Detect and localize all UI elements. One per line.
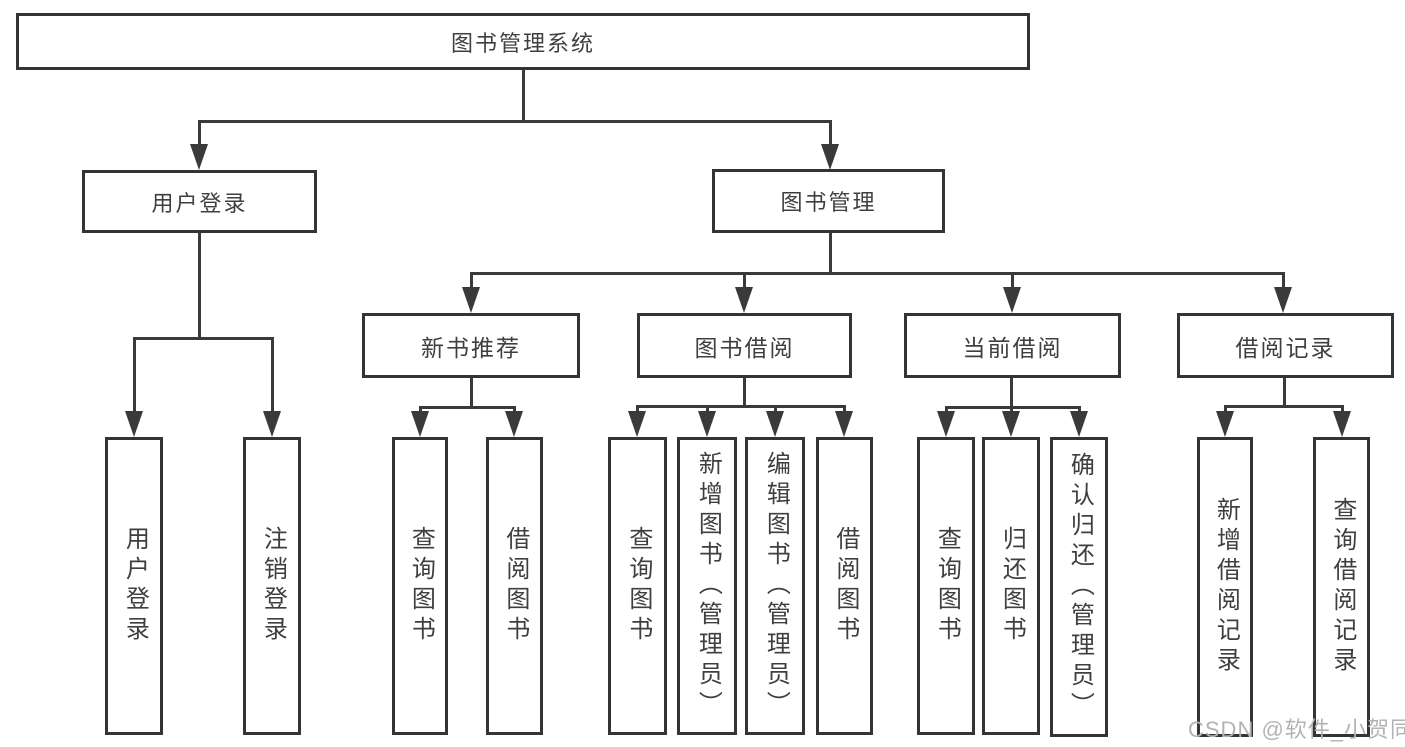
arrow-down-icon — [1003, 287, 1021, 313]
leaf-label: 新增借阅记录 — [1212, 497, 1240, 677]
leaf-query-books: 查询图书 — [608, 437, 667, 735]
leaf-confirm-return-admin: 确认归还（管理员） — [1050, 437, 1108, 737]
arrow-down-icon — [735, 287, 753, 313]
node-current-borrowing: 当前借阅 — [904, 313, 1121, 378]
node-book-management: 图书管理 — [712, 169, 945, 233]
arrow-down-icon — [263, 411, 281, 437]
connector-records-trunk — [1283, 378, 1286, 408]
leaf-label: 借阅图书 — [831, 526, 859, 646]
arrow-down-icon — [1002, 411, 1020, 437]
leaf-label: 确认归还（管理员） — [1066, 452, 1094, 722]
connector-book-mgmt-trunk — [829, 233, 832, 275]
node-borrowing-records: 借阅记录 — [1177, 313, 1394, 378]
leaf-label: 归还图书 — [998, 526, 1026, 646]
leaf-label: 新增图书（管理员） — [694, 451, 722, 721]
connector-user-login-trunk — [198, 233, 201, 340]
arrow-down-icon — [835, 411, 853, 437]
connector-stem-book-mgmt — [829, 120, 832, 148]
leaf-edit-book-admin: 编辑图书（管理员） — [745, 437, 805, 735]
leaf-borrow-books: 借阅图书 — [486, 437, 543, 735]
leaf-add-borrow-record: 新增借阅记录 — [1197, 437, 1253, 737]
connector-stem-new-book — [470, 272, 473, 291]
connector-user-login-rail — [133, 337, 274, 340]
leaf-label: 借阅图书 — [501, 526, 529, 646]
connector-level2-rail — [198, 120, 832, 123]
connector-stem — [1010, 406, 1013, 415]
arrow-down-icon — [190, 144, 208, 170]
connector-stem — [419, 406, 422, 415]
connector-stem-leaf-user-login — [133, 337, 136, 415]
arrow-down-icon — [628, 411, 646, 437]
node-label: 图书管理系统 — [450, 30, 595, 56]
connector-stem — [1224, 405, 1227, 415]
node-label: 用户登录 — [151, 190, 248, 216]
arrow-down-icon — [1274, 287, 1292, 313]
leaf-return-books: 归还图书 — [982, 437, 1040, 735]
leaf-label: 查询图书 — [624, 526, 652, 646]
node-library-management-system: 图书管理系统 — [16, 13, 1030, 70]
connector-stem — [945, 406, 948, 415]
leaf-label: 查询图书 — [407, 526, 435, 646]
leaf-label: 编辑图书（管理员） — [762, 451, 790, 721]
connector-stem — [706, 405, 709, 415]
connector-stem-leaf-logout — [271, 337, 274, 415]
connector-borrowing-rail — [636, 405, 845, 408]
leaf-label: 查询图书 — [933, 526, 961, 646]
arrow-down-icon — [411, 411, 429, 437]
leaf-borrow-books: 借阅图书 — [816, 437, 873, 735]
leaf-label: 注销登录 — [259, 526, 287, 646]
connector-stem-current-borrow — [1011, 272, 1014, 291]
leaf-label: 用户登录 — [121, 526, 149, 646]
connector-stem-borrow-records — [1282, 272, 1285, 291]
arrow-down-icon — [1070, 411, 1088, 437]
connector-stem — [1341, 405, 1344, 415]
leaf-query-borrow-record: 查询借阅记录 — [1313, 437, 1370, 737]
node-label: 当前借阅 — [962, 334, 1063, 361]
node-new-book-recommendation: 新书推荐 — [362, 313, 580, 378]
node-label: 新书推荐 — [421, 334, 521, 361]
connector-level3-rail — [470, 272, 1284, 275]
connector-root-trunk — [522, 70, 525, 123]
connector-stem-book-borrow — [743, 272, 746, 291]
node-label: 借阅记录 — [1235, 334, 1336, 361]
node-user-login-group: 用户登录 — [82, 170, 317, 233]
connector-stem — [1078, 406, 1081, 415]
arrow-down-icon — [698, 411, 716, 437]
leaf-logout: 注销登录 — [243, 437, 301, 735]
leaf-label: 查询借阅记录 — [1328, 497, 1356, 677]
connector-borrowing-trunk — [743, 378, 746, 408]
arrow-down-icon — [462, 287, 480, 313]
connector-stem — [513, 406, 516, 415]
connector-current-trunk — [1010, 378, 1013, 409]
arrow-down-icon — [1333, 411, 1351, 437]
arrow-down-icon — [1216, 411, 1234, 437]
node-label: 图书借阅 — [694, 334, 795, 361]
connector-stem — [636, 405, 639, 415]
leaf-user-login: 用户登录 — [105, 437, 163, 735]
leaf-add-book-admin: 新增图书（管理员） — [677, 437, 737, 735]
arrow-down-icon — [766, 411, 784, 437]
connector-records-rail — [1224, 405, 1343, 408]
connector-stem — [843, 405, 846, 415]
arrow-down-icon — [505, 411, 523, 437]
arrow-down-icon — [937, 411, 955, 437]
connector-stem-user-login — [198, 120, 201, 148]
node-label: 图书管理 — [780, 190, 877, 215]
csdn-watermark: CSDN @软件_小贺同学 — [1188, 717, 1405, 742]
connector-newbook-trunk — [470, 378, 473, 409]
node-book-borrowing: 图书借阅 — [637, 313, 852, 378]
arrow-down-icon — [125, 411, 143, 437]
connector-stem — [774, 405, 777, 415]
arrow-down-icon — [821, 144, 839, 170]
leaf-query-books: 查询图书 — [392, 437, 448, 735]
leaf-query-books: 查询图书 — [917, 437, 975, 735]
connector-newbook-rail — [419, 406, 516, 409]
